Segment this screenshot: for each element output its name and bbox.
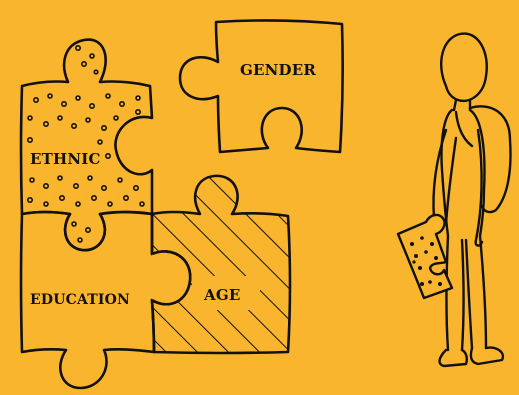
education-label: EDUCATION <box>30 292 130 308</box>
gender-piece: GENDER <box>180 20 343 152</box>
ethnic-piece: ETHNIC <box>21 40 152 251</box>
held-puzzle-piece <box>398 215 452 298</box>
head <box>441 34 487 101</box>
backpack <box>470 106 510 212</box>
age-piece: AGE <box>152 176 290 353</box>
gender-label: GENDER <box>240 61 316 79</box>
age-label: AGE <box>203 286 240 304</box>
person-figure <box>398 34 510 366</box>
ethnic-label: ETHNIC <box>30 150 101 168</box>
